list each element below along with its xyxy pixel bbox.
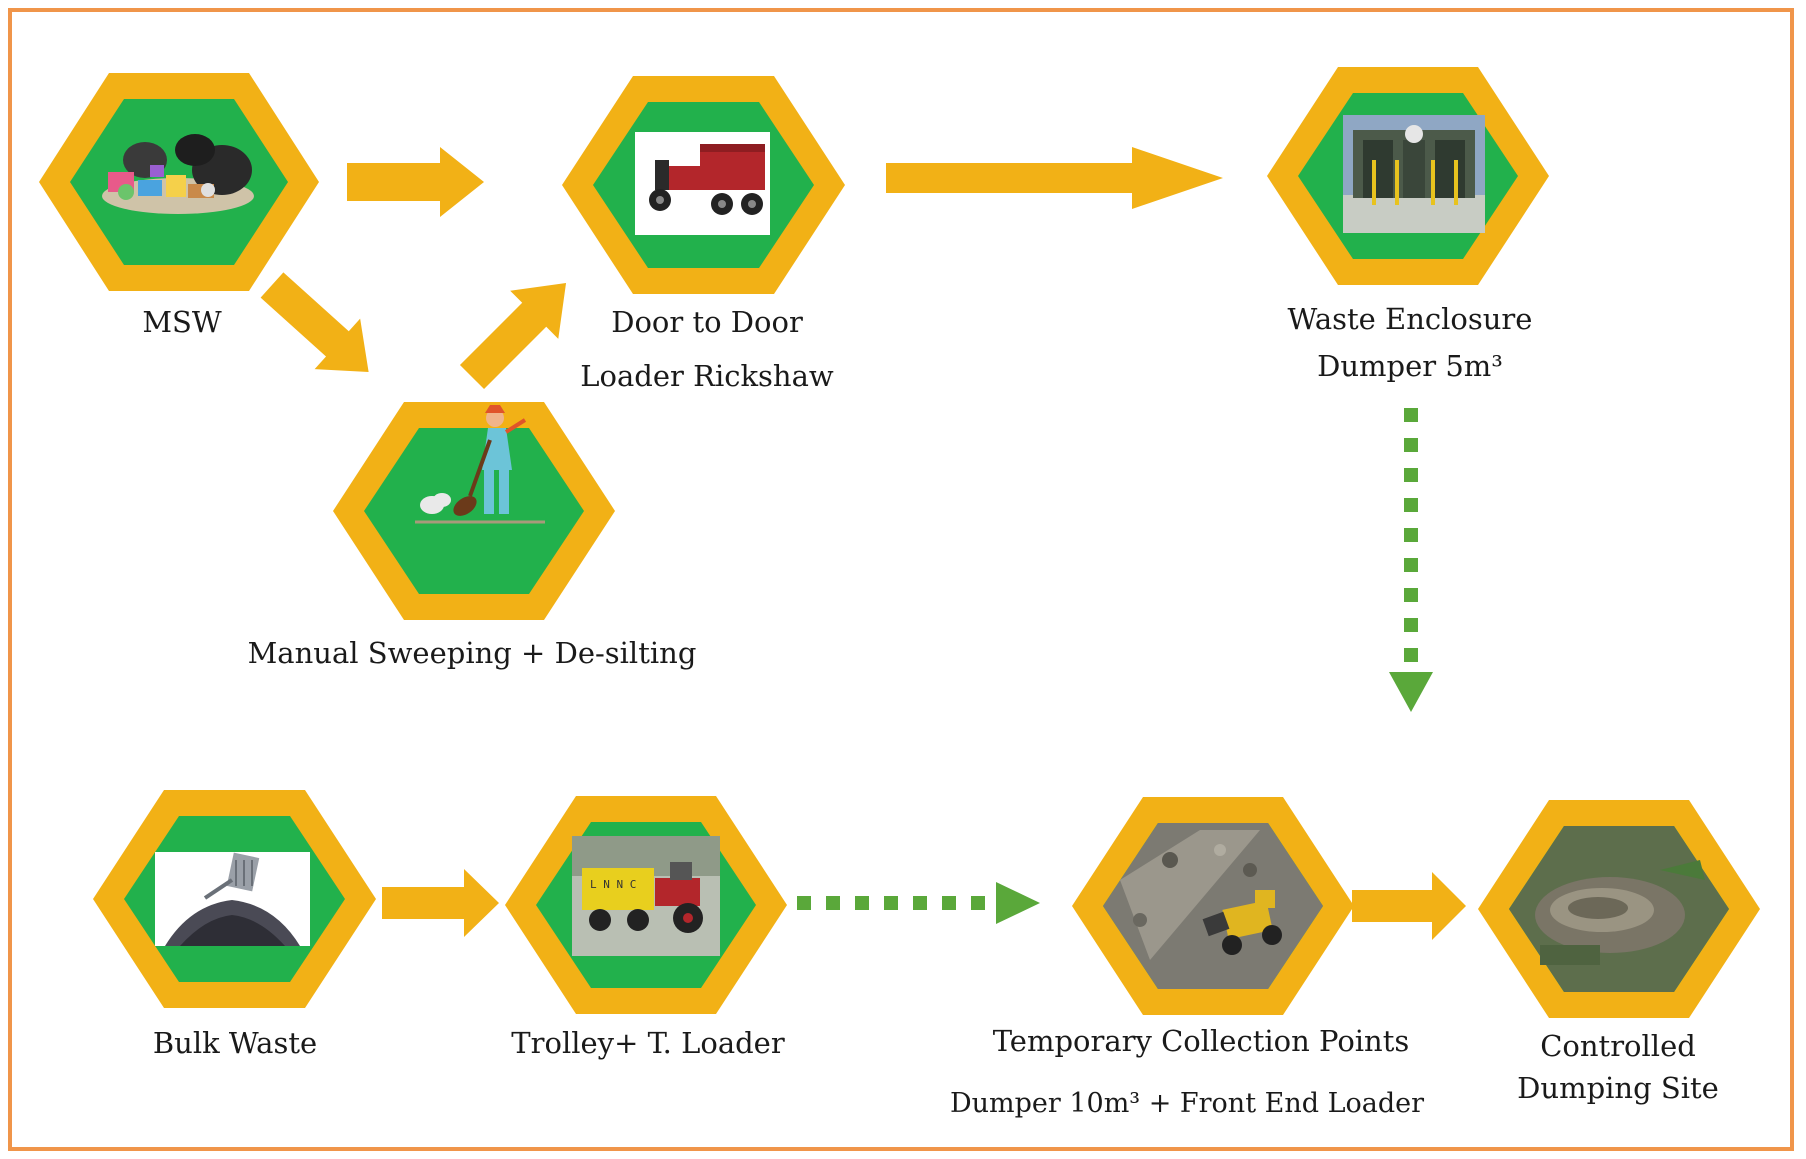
label-bulk-waste: Bulk Waste [152,1026,318,1060]
node-waste-enclosure [1267,67,1549,285]
label-trolley: Trolley+ T. Loader [511,1026,785,1060]
arrow-msw-to-sweep [260,272,369,372]
label-door-to-door-line2: Loader Rickshaw [580,359,834,393]
node-bulk-waste [93,790,376,1008]
label-temporary-collection-line2: Dumper 10m³ + Front End Loader [949,1088,1425,1119]
node-dumping-site [1478,800,1760,1018]
label-waste-enclosure-line2: Dumper 5m³ [1317,349,1503,383]
arrow-door-to-enclosure [886,147,1223,209]
waste-enclosure-icon [1343,115,1485,233]
bulk-waste-icon [155,852,310,946]
label-door-to-door-line1: Door to Door [611,305,803,339]
garbage-pile-icon [102,134,254,214]
tractor-trolley-icon: L N N C [572,836,720,956]
node-msw [39,73,319,291]
arrow-bulk-to-trolley [382,869,499,937]
arrow-sweep-to-door [459,282,567,390]
label-manual-sweeping: Manual Sweeping + De-silting [247,636,697,670]
arrow-msw-to-door [347,147,484,217]
svg-text:L N N C: L N N C [590,878,636,891]
label-dumping-site-line1: Controlled [1540,1029,1696,1063]
label-waste-enclosure-line1: Waste Enclosure [1287,302,1533,336]
node-trolley: L N N C [505,796,787,1014]
node-temporary-collection [1072,797,1354,1015]
node-door-to-door [562,76,845,294]
label-msw: MSW [142,305,222,339]
arrow-tcp-to-dump [1352,872,1466,940]
dotted-arrow-enclosure-to-tcp [1389,408,1433,712]
label-temporary-collection-line1: Temporary Collection Points [992,1024,1410,1058]
node-manual-sweeping [333,402,615,620]
sweeper-icon [415,405,545,524]
landfill-icon [1509,826,1729,992]
cargo-rickshaw-icon [635,132,770,235]
front-loader-icon [1103,823,1323,989]
arrows [260,147,1466,940]
dotted-arrow-trolley-to-tcp [797,882,1040,924]
label-dumping-site-line2: Dumping Site [1517,1071,1719,1105]
